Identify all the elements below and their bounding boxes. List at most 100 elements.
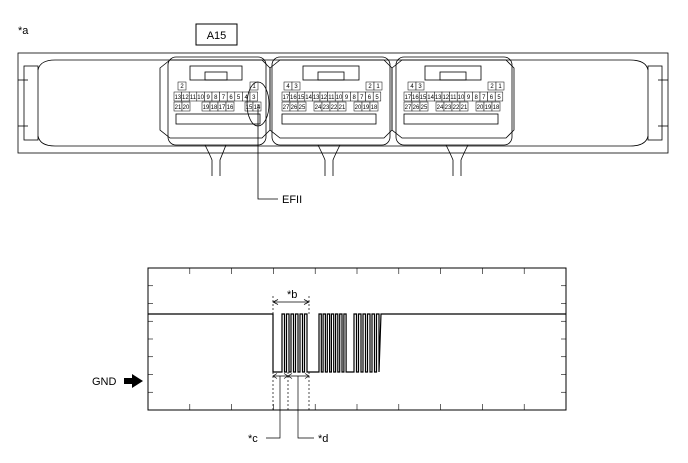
connector-3-pin: 23 bbox=[443, 101, 453, 112]
period-b-dimension bbox=[272, 296, 310, 314]
svg-text:22: 22 bbox=[453, 105, 460, 111]
svg-text:20: 20 bbox=[355, 105, 362, 111]
connector-3-pin: 15 bbox=[418, 91, 428, 102]
connector-3-pin: 26 bbox=[411, 101, 421, 112]
svg-text:6: 6 bbox=[368, 95, 372, 101]
svg-text:3: 3 bbox=[294, 84, 298, 90]
connector-2-pin: 15 bbox=[296, 91, 306, 102]
svg-text:1: 1 bbox=[252, 84, 256, 90]
connector-3-pin: 13 bbox=[434, 91, 443, 102]
connector-1-pin: 9 bbox=[204, 91, 213, 102]
svg-text:16: 16 bbox=[412, 95, 419, 101]
connector-3-pin: 18 bbox=[491, 101, 501, 112]
connector-2-pin: 26 bbox=[289, 101, 299, 112]
svg-text:13: 13 bbox=[313, 95, 320, 101]
svg-text:4: 4 bbox=[245, 95, 249, 101]
connector-1-pin: 20 bbox=[181, 101, 191, 112]
connector-3-pin: 9 bbox=[464, 91, 473, 102]
svg-text:25: 25 bbox=[299, 105, 306, 111]
svg-text:3: 3 bbox=[252, 95, 256, 101]
connector-2-pin: 18 bbox=[369, 101, 379, 112]
svg-text:13: 13 bbox=[435, 95, 442, 101]
connector-3-pin: 17 bbox=[403, 91, 412, 102]
svg-text:19: 19 bbox=[485, 105, 492, 111]
svg-text:26: 26 bbox=[291, 105, 298, 111]
svg-text:19: 19 bbox=[363, 105, 370, 111]
waveform-trace bbox=[148, 313, 566, 373]
svg-text:20: 20 bbox=[477, 105, 484, 111]
svg-text:23: 23 bbox=[445, 105, 452, 111]
svg-text:10: 10 bbox=[458, 95, 465, 101]
svg-text:7: 7 bbox=[482, 95, 486, 101]
connector-3-pin: 2 bbox=[487, 81, 497, 91]
pulse-cd-dimension bbox=[266, 372, 314, 439]
svg-text:12: 12 bbox=[442, 95, 449, 101]
svg-text:16: 16 bbox=[227, 105, 234, 111]
connector-2-pin: 23 bbox=[321, 101, 331, 112]
connector-2-pin: 10 bbox=[334, 91, 344, 102]
connector-2-pin: 12 bbox=[319, 91, 328, 102]
svg-text:5: 5 bbox=[497, 95, 501, 101]
connector-3-pin: 20 bbox=[475, 101, 485, 112]
connector-id-label: A15 bbox=[207, 30, 227, 42]
svg-text:16: 16 bbox=[290, 95, 297, 101]
svg-text:6: 6 bbox=[490, 95, 494, 101]
svg-text:22: 22 bbox=[331, 105, 338, 111]
svg-text:27: 27 bbox=[283, 105, 290, 111]
svg-text:9: 9 bbox=[467, 95, 471, 101]
svg-text:18: 18 bbox=[211, 105, 218, 111]
connector-3-pin: 21 bbox=[459, 101, 469, 112]
svg-text:15: 15 bbox=[420, 95, 427, 101]
connector-2-pin: 16 bbox=[289, 91, 298, 102]
connector-2-pin: 25 bbox=[297, 101, 307, 112]
waveform-path bbox=[148, 313, 566, 373]
svg-text:17: 17 bbox=[404, 95, 411, 101]
connector-2-pin: 7 bbox=[357, 91, 366, 102]
connector-2-pin: 2 bbox=[365, 81, 375, 91]
svg-text:14: 14 bbox=[427, 95, 434, 101]
connector-1-pin: 12 bbox=[181, 91, 190, 102]
connector-2-pin: 1 bbox=[373, 81, 383, 91]
connector-1-pin: 17 bbox=[217, 101, 227, 112]
svg-text:12: 12 bbox=[182, 95, 189, 101]
connector-3-pin: 7 bbox=[479, 91, 488, 102]
svg-text:2: 2 bbox=[368, 84, 372, 90]
connector-2-pin: 3 bbox=[291, 81, 301, 91]
connector-3-pin: 11 bbox=[449, 91, 458, 102]
svg-text:1: 1 bbox=[498, 84, 502, 90]
connector-2-pin: 17 bbox=[281, 91, 290, 102]
connector-2-pin: 11 bbox=[327, 91, 336, 102]
connector-2-pin: 8 bbox=[350, 91, 359, 102]
period-b-label: *b bbox=[287, 289, 297, 301]
connector-3-pin: 22 bbox=[451, 101, 461, 112]
connector-housings bbox=[159, 56, 515, 176]
connector-2-pin: 4 bbox=[283, 81, 293, 91]
connector-2-pin: 24 bbox=[313, 101, 323, 112]
connector-1-pin: 4 bbox=[242, 91, 251, 102]
efii-terminal-label: EFII bbox=[282, 194, 302, 206]
figure-ref-label: *a bbox=[18, 25, 29, 37]
connector-2-pin: 27 bbox=[281, 101, 291, 112]
svg-text:25: 25 bbox=[421, 105, 428, 111]
svg-text:4: 4 bbox=[286, 84, 290, 90]
svg-text:14: 14 bbox=[305, 95, 312, 101]
connector-2-pin: 20 bbox=[353, 101, 363, 112]
svg-text:5: 5 bbox=[375, 95, 379, 101]
connector-2-pin: 22 bbox=[329, 101, 339, 112]
svg-text:27: 27 bbox=[405, 105, 412, 111]
connector-3-pin: 24 bbox=[435, 101, 445, 112]
connector-1-pin: 3 bbox=[249, 91, 258, 102]
svg-text:7: 7 bbox=[222, 95, 226, 101]
connector-1-pin: 11 bbox=[188, 91, 198, 102]
connector-3-pin: 27 bbox=[403, 101, 413, 112]
svg-text:6: 6 bbox=[229, 95, 233, 101]
svg-text:9: 9 bbox=[207, 95, 211, 101]
svg-text:15: 15 bbox=[298, 95, 305, 101]
pulse-d-label: *d bbox=[318, 433, 328, 445]
connector-3-pin: 16 bbox=[411, 91, 420, 102]
svg-text:17: 17 bbox=[282, 95, 289, 101]
connector-2-pin: 13 bbox=[312, 91, 321, 102]
connector-2-pin: 14 bbox=[304, 91, 313, 102]
connector-3-pin: 8 bbox=[472, 91, 481, 102]
connector-1-pin: 1 bbox=[249, 81, 259, 91]
